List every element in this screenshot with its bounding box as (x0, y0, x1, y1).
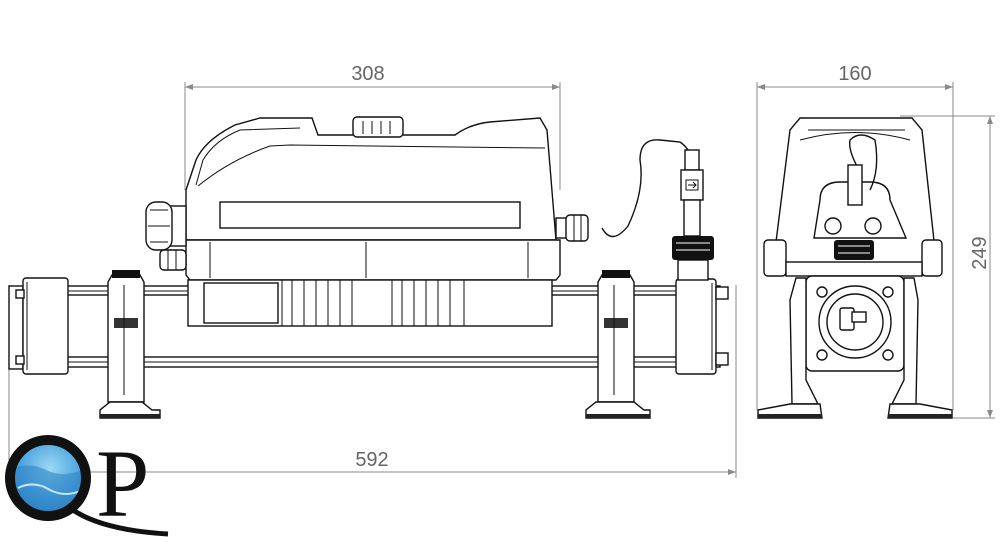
logo-q-ring (5, 435, 91, 521)
right-end-cap (675, 278, 729, 375)
left-end-cap (8, 277, 69, 375)
control-housing (185, 116, 561, 327)
dimension-label-308: 308 (351, 63, 384, 85)
logo-q-tail (68, 505, 169, 537)
right-bracket (585, 270, 651, 419)
left-bracket (99, 270, 161, 419)
dimension-592: 592 (8, 285, 737, 478)
cable-gland-small (159, 249, 187, 271)
cable-gland-left (145, 201, 187, 251)
flow-sensor (601, 139, 714, 281)
dimension-308: 308 (184, 63, 561, 190)
dimension-label-160: 160 (838, 63, 871, 85)
logo-p-letter: P (96, 430, 149, 537)
cooling-fins (281, 279, 465, 327)
cable-gland-right (555, 214, 589, 242)
top-knob (352, 116, 404, 138)
heater-side-view (757, 117, 953, 419)
dimension-160: 160 (756, 63, 954, 410)
qp-logo: P (5, 430, 169, 537)
display-panel (219, 201, 521, 229)
heater-front-view (8, 116, 729, 419)
dimension-label-592: 592 (355, 449, 388, 471)
dimension-label-249: 249 (969, 236, 991, 269)
